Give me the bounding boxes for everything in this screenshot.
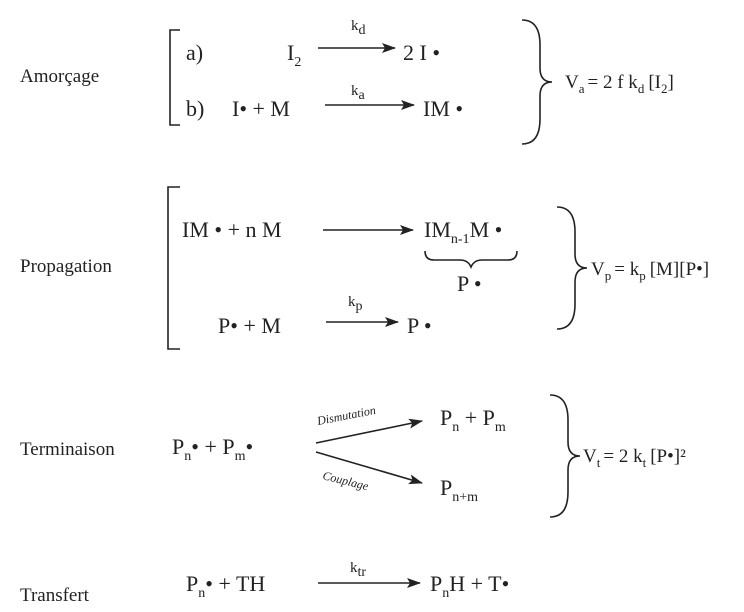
initiation-a-rate-constant: kd — [351, 18, 366, 38]
initiation-a-product: 2 I • — [403, 40, 440, 65]
initiation-a-reactant: I2 — [287, 40, 301, 70]
termination-path-upper: Dismutation — [315, 403, 377, 428]
transfer-rate-constant: ktr — [350, 560, 366, 580]
transfer-label: Transfert — [20, 585, 90, 606]
propagation-right-brace — [556, 206, 588, 330]
termination-section: Terminaison Pn• + Pm• Dismutation Coupla… — [20, 394, 686, 518]
propagation-r1-reactant: IM • + n M — [182, 217, 282, 242]
propagation-section: Propagation IM • + n M IMn-1M • P • P• +… — [20, 186, 709, 350]
termination-product-lower: Pn+m — [440, 475, 478, 505]
initiation-label: Amorçage — [20, 66, 99, 87]
transfer-section: Transfert Pn• + TH ktr PnH + T• — [20, 560, 509, 606]
propagation-r1-product: IMn-1M • — [424, 217, 502, 247]
initiation-b-rate-constant: ka — [351, 83, 366, 103]
initiation-section: Amorçage a) I2 kd 2 I • b) I• + M ka IM … — [20, 18, 674, 145]
propagation-underbrace — [424, 250, 518, 270]
termination-path-lower: Couplage — [321, 468, 370, 493]
initiation-right-brace — [521, 19, 553, 145]
termination-right-brace — [549, 394, 581, 518]
termination-label: Terminaison — [20, 439, 115, 460]
initiation-a-tag: a) — [186, 40, 203, 65]
propagation-label: Propagation — [20, 256, 112, 277]
transfer-reactant: Pn• + TH — [186, 571, 265, 601]
initiation-b-tag: b) — [186, 96, 204, 121]
initiation-left-bracket — [169, 29, 180, 126]
initiation-rate: Va= 2 f kd[I2] — [565, 72, 674, 96]
propagation-left-bracket — [167, 186, 180, 350]
initiation-b-reactant: I• + M — [232, 96, 290, 121]
termination-arrow-upper — [315, 418, 423, 444]
propagation-underbrace-label: P • — [457, 271, 482, 296]
propagation-rate: Vp= kp[M][P•] — [591, 259, 709, 283]
propagation-r2-reactant: P• + M — [218, 313, 281, 338]
termination-product-upper: Pn + Pm — [440, 405, 506, 435]
termination-reactant: Pn• + Pm• — [172, 434, 253, 464]
propagation-r2-product: P • — [407, 313, 432, 338]
termination-rate: Vt= 2 kt[P•]² — [583, 446, 686, 470]
transfer-product: PnH + T• — [430, 571, 509, 601]
termination-arrow-lower — [315, 451, 423, 485]
initiation-b-product: IM • — [423, 96, 463, 121]
propagation-r2-rate-constant: kp — [348, 294, 363, 314]
